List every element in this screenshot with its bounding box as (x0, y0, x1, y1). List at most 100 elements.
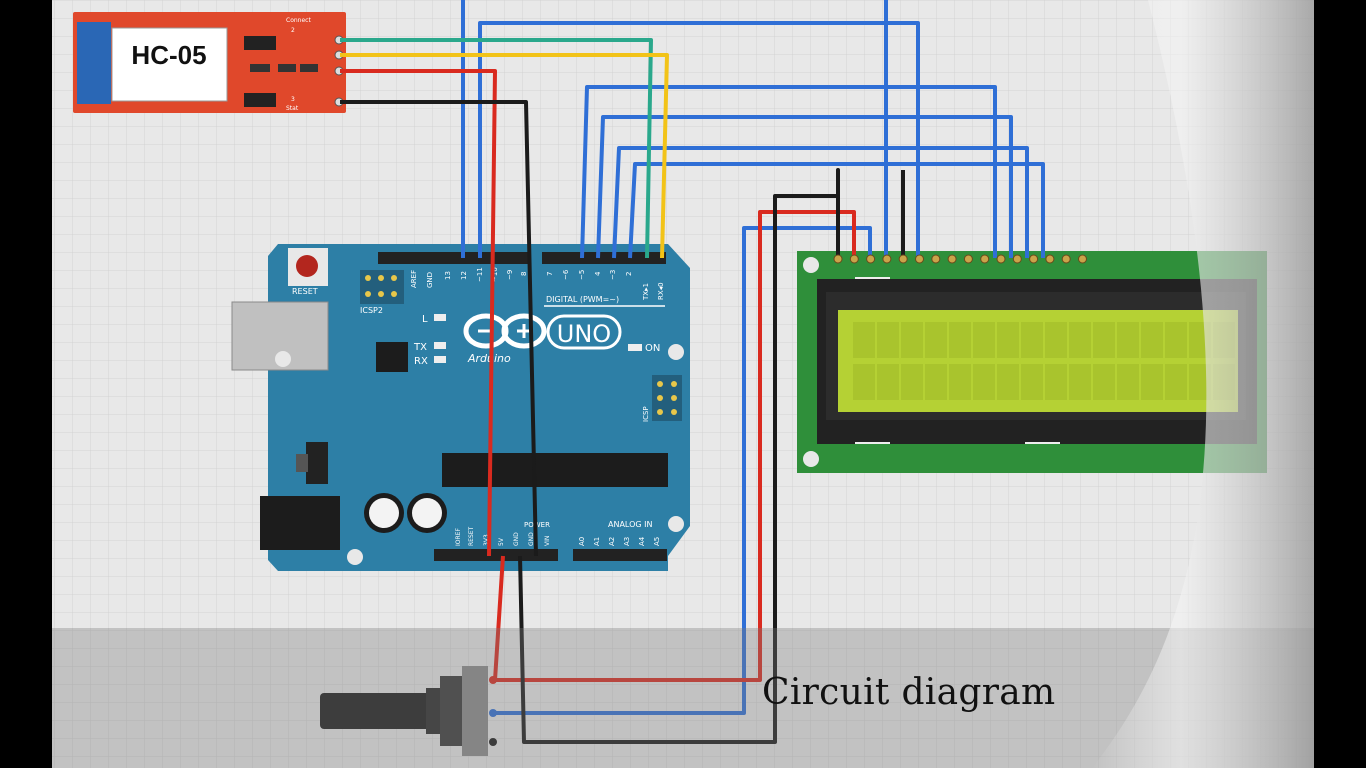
analog-pin-a3: A3 (623, 537, 631, 546)
wire-yellow-rx (340, 53, 669, 259)
lcd-char-cell (1117, 364, 1139, 400)
lcd-char-cell (949, 322, 971, 358)
aref-label: AREF (410, 270, 418, 288)
hc05-stat-label: Stat (286, 105, 299, 112)
left-black-bar (0, 0, 52, 768)
lcd-char-cell (1093, 322, 1115, 358)
reset-button[interactable] (296, 255, 318, 277)
digital-pin-4: 4 (594, 271, 602, 276)
usb-chip (376, 342, 408, 372)
arduino-uno-board: RESET ICSP2 AREF GND 13 12 ~11 ~10 ~9 8 … (231, 244, 690, 571)
rx-pin-label: RX◂0 (657, 282, 665, 300)
lcd-char-cell (1069, 322, 1091, 358)
power-pin-gnd-2: GND (528, 532, 535, 546)
sheen-overlay (1092, 0, 1314, 768)
voltage-regulator (306, 442, 328, 484)
digital-pin-8: 8 (520, 272, 528, 276)
lcd-pin (1012, 254, 1022, 264)
led-tx-label: TX (413, 342, 427, 353)
lcd-char-cell (973, 364, 995, 400)
power-jack (260, 496, 340, 550)
lcd-char-cell (997, 364, 1019, 400)
arduino-brand-text: Arduino (467, 352, 511, 365)
power-pin-gnd-1: GND (513, 532, 520, 546)
hc05-module: HC-05 Connect Stat 2 3 (73, 12, 346, 113)
digital-pin-11: ~11 (476, 267, 484, 282)
lcd-char-cell (1165, 364, 1187, 400)
lcd-char-cell (1021, 322, 1043, 358)
caption-text: Circuit diagram (762, 672, 1056, 713)
lcd-char-cell (1189, 364, 1211, 400)
digital-pin-10: ~10 (491, 267, 499, 282)
lcd-char-cell (925, 322, 947, 358)
analog-pin-a1: A1 (593, 537, 601, 546)
uno-logo-text: UNO (557, 320, 611, 348)
lcd-pin (849, 254, 859, 264)
lcd-pin (1061, 254, 1071, 264)
hc05-pin-3: 3 (291, 96, 295, 103)
lcd-16x2-display (797, 251, 1267, 473)
power-pin-3v3: 3V3 (483, 534, 490, 546)
analog-pin-a0: A0 (578, 537, 586, 546)
power-pin-ioref: IOREF (455, 528, 462, 546)
hc05-connect-label: Connect (286, 17, 311, 24)
wire-blue-potentiometer (490, 226, 872, 715)
digital-pin-7: 7 (546, 272, 554, 276)
lcd-char-cell (949, 364, 971, 400)
lcd-pin (882, 254, 892, 264)
analog-pin-a4: A4 (638, 536, 646, 546)
power-pin-reset: RESET (468, 526, 475, 546)
digital-pin-12: 12 (460, 271, 468, 280)
digital-pin-9: ~9 (506, 270, 514, 280)
lcd-char-cell (853, 322, 875, 358)
lcd-char-cell (1093, 364, 1115, 400)
digital-pin-6: ~6 (562, 269, 570, 280)
lcd-pin (996, 254, 1006, 264)
wires (340, 0, 1045, 744)
lcd-char-cell (877, 364, 899, 400)
lcd-pin (931, 254, 941, 264)
digital-pin-2: 2 (625, 272, 633, 276)
lcd-pin (1045, 254, 1055, 264)
microcontroller-chip (442, 453, 668, 487)
digital-pin-3: ~3 (609, 270, 617, 280)
lcd-pin (833, 254, 843, 264)
lcd-char-cell (997, 322, 1019, 358)
lcd-char-cell (1141, 364, 1163, 400)
lcd-pin (898, 254, 908, 264)
led-l-label: L (422, 314, 428, 325)
led-on-label: ON (645, 343, 660, 354)
wire-black-gnd-pot (518, 168, 840, 744)
lcd-pin (947, 254, 957, 264)
lcd-char-cell (1021, 364, 1043, 400)
lcd-char-cell (1045, 322, 1067, 358)
analog-pin-a5: A5 (653, 537, 661, 546)
lcd-pin (963, 254, 973, 264)
wire-red-hc05-vcc (340, 69, 497, 557)
power-pin-5v: 5V (498, 537, 505, 546)
reset-label: RESET (292, 287, 318, 296)
potentiometer (320, 666, 497, 756)
lcd-char-cell (877, 322, 899, 358)
digital-pin-5: ~5 (578, 270, 586, 280)
lcd-char-cell (1045, 364, 1067, 400)
wire-blue-pin3 (612, 146, 1029, 259)
wire-blue-pin11 (478, 21, 920, 258)
lcd-char-cell (1165, 322, 1187, 358)
lcd-char-cell (925, 364, 947, 400)
lcd-pin (1078, 254, 1087, 264)
wire-red-5v-pot (493, 210, 856, 682)
lcd-char-cell (1117, 322, 1139, 358)
lcd-pin (980, 254, 990, 264)
gnd-top-label: GND (426, 272, 434, 288)
hc05-pin-2: 2 (291, 27, 295, 34)
lcd-pin-header (833, 254, 1087, 264)
lcd-pin (915, 254, 924, 264)
arduino-logo: UNO Arduino (463, 313, 622, 365)
lcd-char-cell (973, 322, 995, 358)
led-rx-label: RX (414, 356, 428, 367)
lcd-char-cell (901, 322, 923, 358)
hc05-label: HC-05 (131, 40, 206, 70)
digital-header-label: DIGITAL (PWM=~) (546, 295, 619, 304)
